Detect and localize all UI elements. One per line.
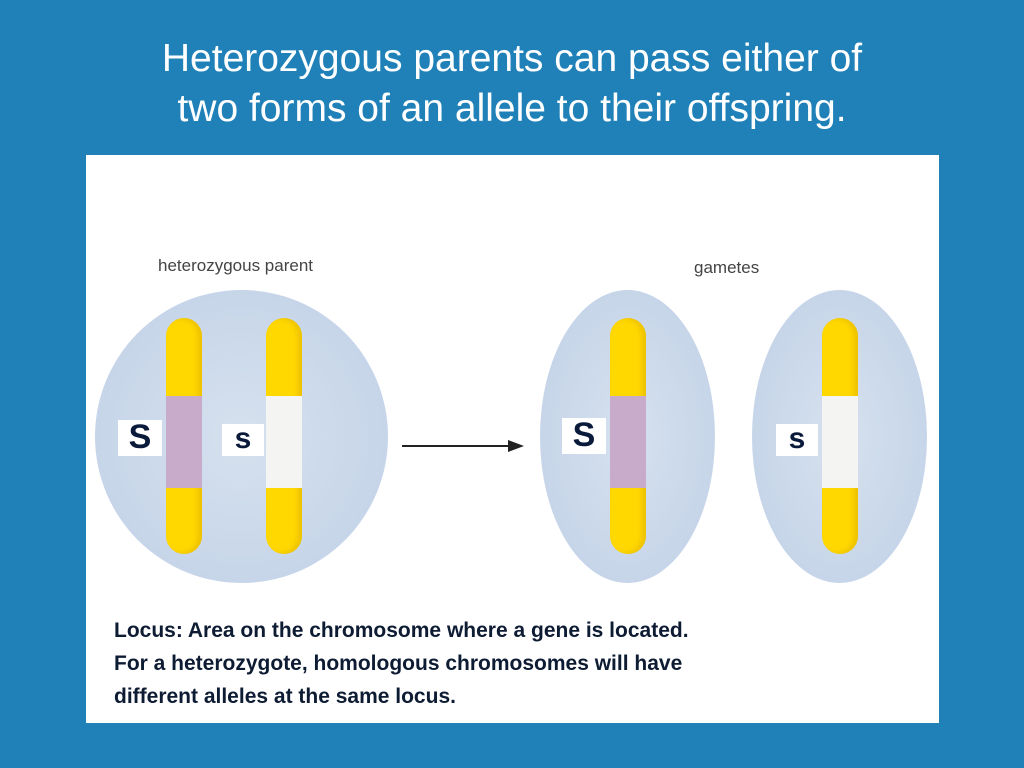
gamete-dominant-locus xyxy=(610,396,646,488)
slide-title: Heterozygous parents can pass either of … xyxy=(0,34,1024,134)
title-line-2: two forms of an allele to their offsprin… xyxy=(177,87,847,130)
parent-recessive-locus xyxy=(266,396,302,488)
gamete-allele-dominant: S xyxy=(562,418,606,454)
gamete-chromosome-recessive xyxy=(822,318,858,554)
parent-allele-dominant: S xyxy=(118,420,162,456)
gametes-label: gametes xyxy=(694,258,760,277)
parent-dominant-locus xyxy=(166,396,202,488)
caption-line-1: Locus: Area on the chromosome where a ge… xyxy=(114,619,689,642)
parent-allele-recessive: s xyxy=(222,424,264,456)
parent-chromosome-recessive xyxy=(266,318,302,554)
caption-line-2: For a heterozygote, homologous chromosom… xyxy=(114,652,683,675)
title-line-1: Heterozygous parents can pass either of xyxy=(161,37,863,80)
gamete-allele-recessive: s xyxy=(776,424,818,456)
arrow-right-icon xyxy=(402,440,524,452)
caption: Locus: Area on the chromosome where a ge… xyxy=(114,614,914,713)
caption-line-3: different alleles at the same locus. xyxy=(114,685,456,708)
parent-chromosome-dominant xyxy=(166,318,202,554)
parent-label: heterozygous parent xyxy=(158,256,313,275)
gamete-recessive-locus xyxy=(822,396,858,488)
gamete-chromosome-dominant xyxy=(610,318,646,554)
